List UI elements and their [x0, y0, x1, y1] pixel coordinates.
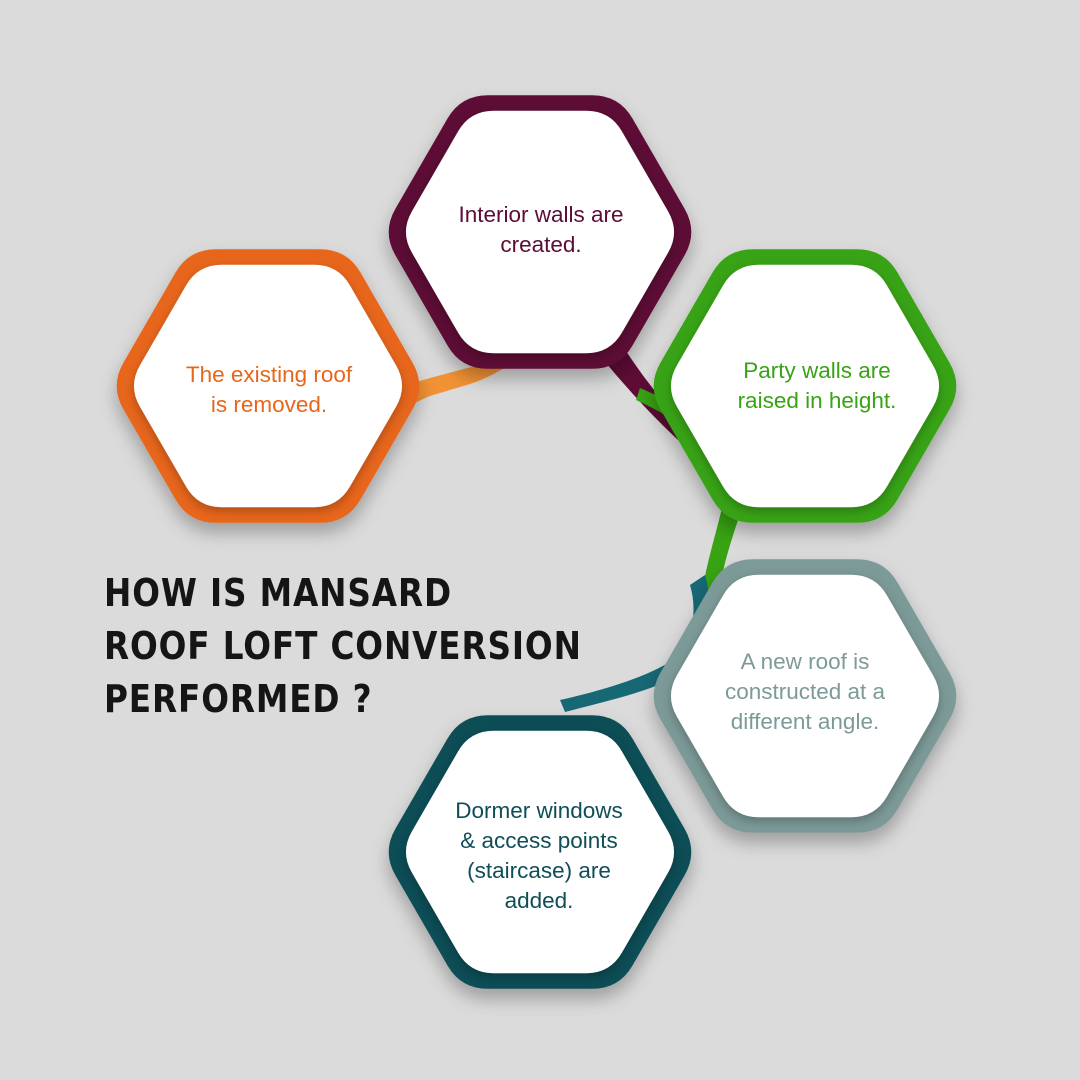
hexagon-fill [405, 110, 675, 354]
title-line-1: HOW IS MANSARD [104, 571, 452, 615]
step-roof-removed-hexagon [116, 249, 420, 523]
step-party-walls-hexagon [653, 249, 957, 523]
step-3-label: Party walls are raised in height. [737, 358, 897, 413]
step-2-label: Interior walls are created. [458, 202, 624, 257]
step-1-text: The existing roof is removed. [140, 330, 398, 450]
step-dormer-windows-hexagon [388, 715, 692, 989]
step-new-roof-hexagon [653, 559, 957, 833]
hexagon-fill [670, 574, 940, 818]
step-5-label: Dormer windows & access points (staircas… [455, 798, 623, 913]
hexagon-fill [405, 730, 675, 974]
step-3-text: Party walls are raised in height. [688, 326, 946, 446]
step-4-text: A new roof is constructed at a different… [676, 632, 934, 752]
step-5-text: Dormer windows & access points (staircas… [410, 786, 668, 926]
hexagon-fill [670, 264, 940, 508]
step-2-text: Interior walls are created. [412, 170, 670, 290]
title-line-2: ROOF LOFT CONVERSION [104, 624, 582, 668]
step-4-label: A new roof is constructed at a different… [724, 649, 886, 734]
hexagon-group [116, 95, 957, 989]
page-title: HOW IS MANSARD ROOF LOFT CONVERSION PERF… [104, 567, 582, 726]
title-line-3: PERFORMED ? [104, 677, 373, 721]
hexagon-fill [133, 264, 403, 508]
step-1-label: The existing roof is removed. [185, 362, 353, 417]
step-interior-walls-hexagon [388, 95, 692, 369]
